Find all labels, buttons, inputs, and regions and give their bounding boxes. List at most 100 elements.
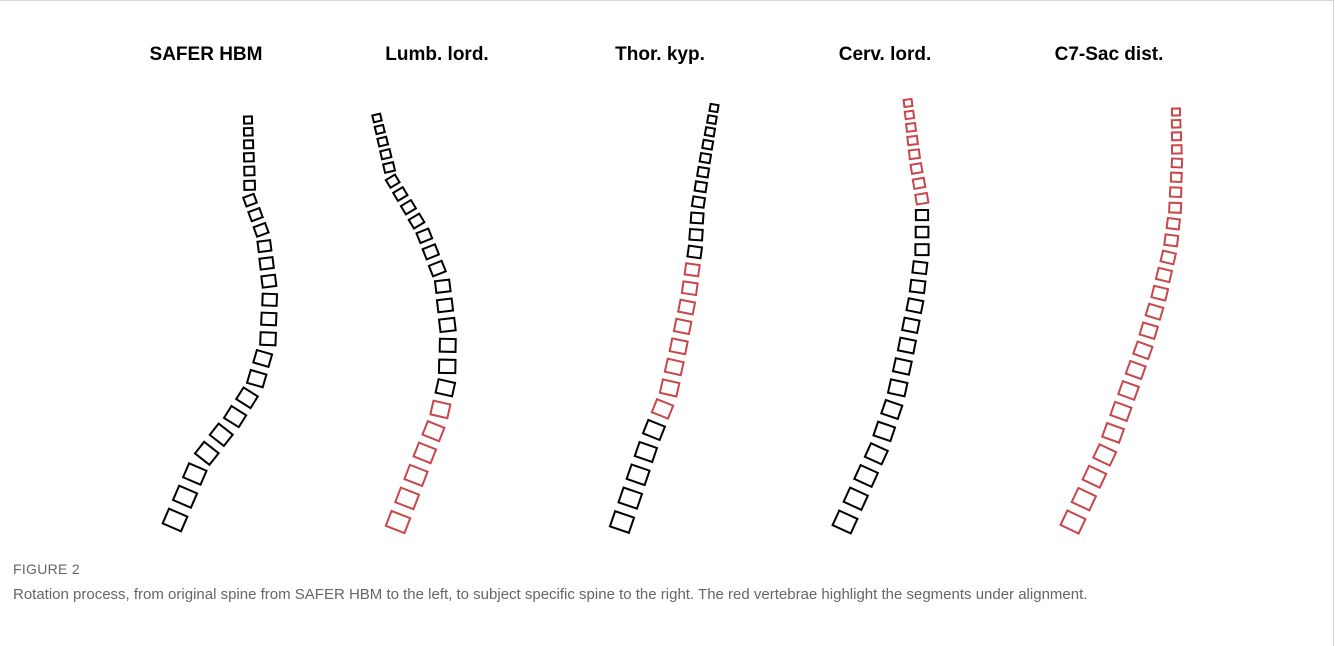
vertebra	[163, 509, 188, 532]
vertebra	[907, 136, 918, 145]
vertebra	[393, 187, 407, 201]
vertebra	[678, 300, 695, 315]
vertebra	[243, 194, 257, 207]
vertebra	[380, 149, 391, 159]
vertebra	[635, 442, 657, 462]
vertebra	[1140, 322, 1158, 338]
vertebra	[414, 443, 437, 464]
vertebra	[244, 153, 254, 161]
vertebra	[1110, 402, 1131, 421]
spine-panel-3	[610, 104, 719, 533]
vertebra	[915, 244, 928, 255]
vertebra	[437, 298, 453, 312]
vertebra	[687, 246, 702, 259]
vertebra	[261, 275, 276, 288]
vertebra	[262, 294, 277, 306]
vertebra	[395, 488, 419, 510]
vertebra	[244, 167, 254, 176]
vertebra	[1093, 444, 1116, 465]
vertebra	[1172, 145, 1182, 153]
vertebra	[1172, 120, 1181, 128]
vertebra	[423, 244, 439, 259]
vertebra	[210, 424, 233, 446]
vertebra	[436, 379, 455, 396]
vertebra	[248, 208, 262, 221]
vertebra	[439, 318, 456, 332]
vertebra	[833, 511, 858, 534]
vertebra	[253, 350, 272, 367]
vertebra	[909, 149, 920, 159]
vertebra	[404, 465, 427, 486]
vertebra	[700, 153, 711, 163]
vertebra	[416, 229, 432, 243]
vertebra	[618, 488, 642, 509]
vertebra	[377, 137, 388, 147]
vertebra	[910, 280, 926, 293]
vertebra	[1083, 466, 1107, 488]
vertebra	[695, 181, 707, 192]
vertebra	[372, 114, 381, 123]
vertebra	[1072, 488, 1096, 510]
vertebra	[1146, 304, 1164, 320]
vertebra	[236, 387, 258, 408]
vertebra	[1169, 203, 1181, 213]
vertebra	[691, 213, 704, 224]
vertebra	[906, 123, 916, 132]
vertebra	[893, 358, 912, 374]
vertebra	[705, 127, 715, 136]
vertebra	[610, 511, 634, 533]
vertebra	[689, 229, 702, 240]
vertebra	[854, 465, 878, 487]
vertebra	[173, 486, 197, 508]
vertebra	[685, 263, 700, 276]
vertebra	[1161, 251, 1176, 265]
vertebra	[1118, 381, 1139, 400]
vertebra	[643, 420, 665, 440]
vertebra	[707, 115, 717, 124]
vertebra	[660, 379, 679, 396]
vertebra	[247, 370, 266, 387]
figure-label: FIGURE 2	[13, 561, 80, 577]
vertebra	[261, 313, 276, 326]
vertebra	[1172, 159, 1182, 168]
vertebra	[674, 319, 691, 334]
vertebra	[702, 140, 713, 150]
vertebra	[429, 261, 446, 277]
vertebra	[244, 128, 253, 136]
vertebra	[682, 281, 698, 295]
vertebra	[430, 401, 450, 418]
vertebra	[401, 200, 416, 214]
vertebra	[244, 140, 253, 148]
vertebra	[911, 163, 923, 174]
vertebra	[409, 214, 425, 229]
spine-panel-5	[1061, 108, 1183, 533]
vertebra	[1167, 218, 1180, 230]
vertebra	[1061, 510, 1086, 533]
vertebra	[386, 511, 410, 533]
vertebra	[1172, 108, 1180, 115]
vertebra	[224, 406, 246, 427]
vertebra	[440, 339, 456, 352]
vertebra	[904, 99, 913, 107]
vertebra	[259, 257, 273, 269]
vertebra	[709, 104, 718, 112]
vertebra	[254, 223, 269, 237]
vertebra	[844, 488, 868, 510]
figure-caption: Rotation process, from original spine fr…	[13, 584, 1313, 605]
vertebra	[898, 338, 916, 354]
vertebra	[692, 196, 705, 207]
spine-panel-4	[833, 99, 929, 533]
vertebra	[1102, 423, 1124, 443]
vertebra	[697, 167, 709, 178]
vertebra	[244, 116, 252, 123]
vertebra	[888, 379, 907, 396]
vertebra	[627, 465, 650, 486]
vertebra	[183, 463, 206, 484]
vertebra	[913, 178, 926, 189]
vertebra	[1133, 342, 1152, 359]
vertebra	[1171, 173, 1182, 182]
vertebra	[1172, 132, 1181, 140]
vertebra	[905, 111, 914, 119]
vertebra	[1170, 187, 1181, 197]
vertebra	[915, 193, 928, 205]
